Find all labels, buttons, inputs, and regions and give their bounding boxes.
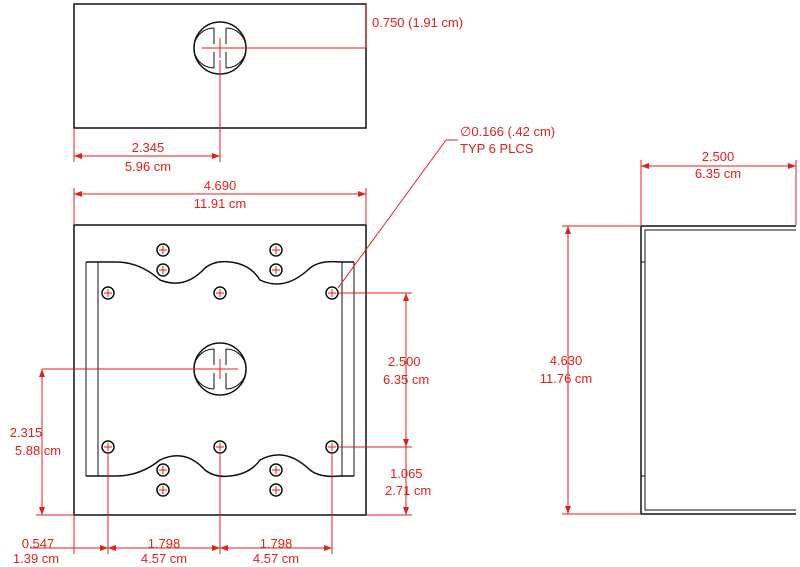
front-center-knockout — [42, 342, 247, 396]
front-top-ear-holes — [156, 243, 283, 277]
hole-spec-diameter: ∅0.166 (.42 cm) — [460, 124, 555, 139]
side-height-inch: 4.630 — [550, 353, 583, 368]
hole-spec-callout: ∅0.166 (.42 cm) TYP 6 PLCS — [337, 124, 555, 289]
spacing-left-cm: 4.57 cm — [141, 551, 187, 566]
left-offset-cm: 1.39 cm — [13, 551, 59, 566]
left-offset-inch: 0.547 — [22, 536, 55, 551]
top-hole-offset-dimension: 2.345 5.96 cm — [73, 60, 221, 174]
side-view-outline — [640, 225, 796, 515]
front-width-dimension: 4.690 11.91 cm — [73, 178, 367, 224]
side-width-dimension: 2.500 6.35 cm — [640, 149, 797, 225]
hole-spacing-vertical-cm: 6.35 cm — [383, 372, 429, 387]
front-top-scallop — [86, 260, 354, 285]
center-height-inch: 2.315 — [10, 425, 43, 440]
top-depth-label: 0.750 (1.91 cm) — [372, 15, 463, 30]
top-hole-offset-inch: 2.345 — [132, 140, 165, 155]
hole-spec-quantity: TYP 6 PLCS — [460, 141, 534, 156]
front-hole-spacing-vertical-dimension: 2.500 6.35 cm — [338, 292, 429, 448]
front-back-holes — [101, 286, 339, 454]
side-width-cm: 6.35 cm — [695, 166, 741, 181]
spacing-left-inch: 1.798 — [148, 536, 181, 551]
center-height-cm: 5.88 cm — [15, 443, 61, 458]
top-depth-dimension: 0.750 (1.91 cm) — [238, 4, 463, 49]
side-view: 2.500 6.35 cm 4.630 11.76 cm — [540, 149, 797, 515]
hole-spacing-vertical-inch: 2.500 — [388, 354, 421, 369]
front-bottom-horizontal-dimensions: 0.547 1.39 cm 1.798 4.57 cm 1.798 4.57 c… — [13, 453, 333, 566]
bottom-offset-inch: 1.065 — [390, 466, 423, 481]
bottom-offset-cm: 2.71 cm — [385, 483, 431, 498]
front-width-cm: 11.91 cm — [194, 196, 247, 211]
top-view: 0.750 (1.91 cm) 2.345 5.96 cm — [73, 3, 463, 174]
front-bottom-ear-holes — [156, 463, 283, 497]
front-view: 4.690 11.91 cm — [10, 124, 555, 566]
side-height-cm: 11.76 cm — [540, 371, 593, 386]
spacing-right-inch: 1.798 — [260, 536, 293, 551]
front-width-inch: 4.690 — [204, 178, 237, 193]
front-bottom-scallop — [86, 454, 354, 478]
front-bottom-offset-dimension: 1.065 2.71 cm — [366, 447, 431, 516]
spacing-right-cm: 4.57 cm — [253, 551, 299, 566]
side-width-inch: 2.500 — [702, 149, 735, 164]
side-height-dimension: 4.630 11.76 cm — [540, 225, 641, 515]
front-center-height-dimension: 2.315 5.88 cm — [10, 369, 74, 516]
top-hole-offset-cm: 5.96 cm — [125, 159, 171, 174]
